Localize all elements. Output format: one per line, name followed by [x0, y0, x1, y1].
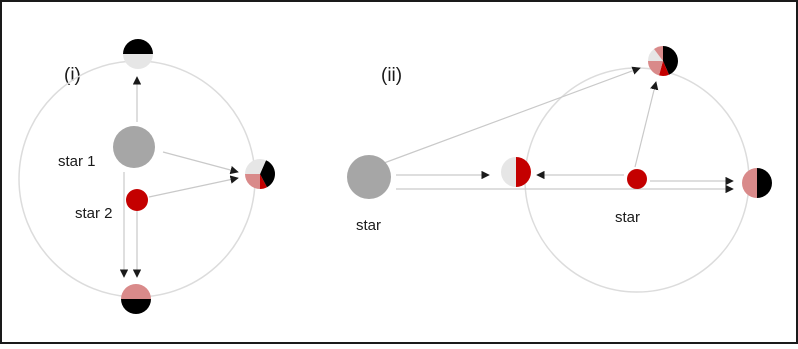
panel-ii: (ii) star star: [347, 46, 772, 293]
star-2-label: star 2: [75, 205, 113, 222]
left-star: [347, 155, 391, 199]
arrows-ii: [383, 66, 734, 194]
arrow-star2-to-right: [148, 175, 239, 198]
center-star: [627, 169, 647, 189]
left-star-label: star: [356, 217, 381, 234]
arrow-centerstar-to-top: [634, 81, 659, 168]
arrows-i: [119, 76, 239, 278]
arrow-leftstar-to-top: [383, 66, 641, 164]
phase-disk-bottom-i: [121, 284, 151, 314]
panel-i-label: (i): [64, 65, 81, 86]
phase-disk-right-ii: [742, 168, 772, 198]
phase-disk-top-i: [123, 39, 153, 69]
phase-disk-middle-ii: [501, 157, 531, 187]
phase-disk-top-ii: [648, 46, 678, 76]
arrow-star1-to-right: [162, 151, 239, 175]
center-star-label: star: [615, 209, 640, 226]
star-1-label: star 1: [58, 153, 96, 170]
phase-disk-right-i: [245, 159, 275, 189]
star-2: [126, 189, 148, 211]
panel-i: (i) star 1 star 2: [18, 39, 275, 314]
panel-ii-label: (ii): [381, 65, 402, 86]
star-1: [113, 126, 155, 168]
